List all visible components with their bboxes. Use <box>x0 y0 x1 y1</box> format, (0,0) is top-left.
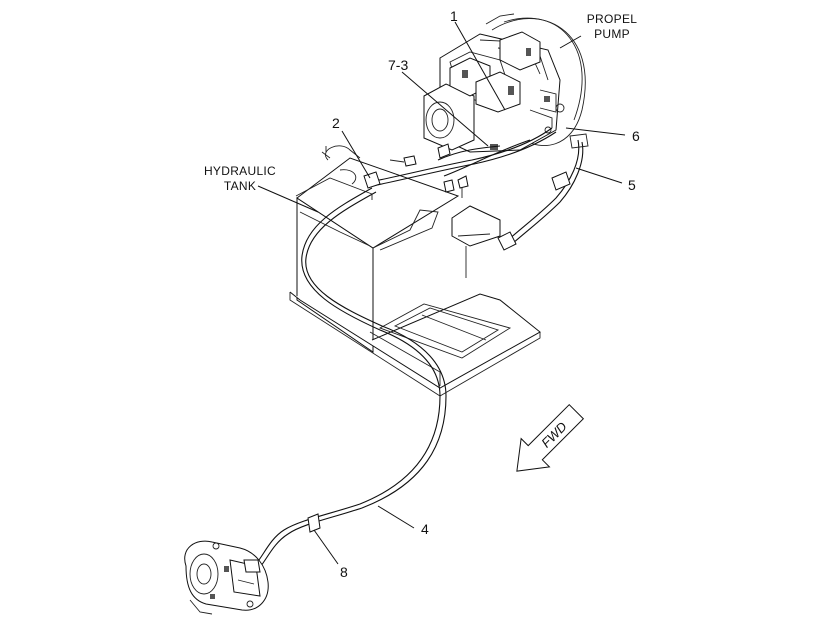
callout-7-3: 7-3 <box>388 57 408 73</box>
propel-pump-label-line1: PROPEL <box>587 12 638 26</box>
hydraulic-tank-label-line1: HYDRAULIC <box>204 164 276 178</box>
hydraulic-tank-label-line2: TANK <box>224 179 256 193</box>
callout-6: 6 <box>632 128 640 144</box>
hydraulic-tank <box>289 145 541 397</box>
fwd-direction-arrow: FWD <box>516 403 585 472</box>
propel-pump-label-line2: PUMP <box>594 27 630 41</box>
hose-assemblies <box>251 127 589 573</box>
propel-pump <box>423 13 586 153</box>
callout-5: 5 <box>628 177 636 193</box>
travel-motor <box>184 540 269 615</box>
callout-8: 8 <box>340 564 348 580</box>
leader-lines <box>257 21 626 565</box>
callout-4: 4 <box>421 521 429 537</box>
callout-1: 1 <box>450 8 458 24</box>
callout-2: 2 <box>332 115 340 131</box>
